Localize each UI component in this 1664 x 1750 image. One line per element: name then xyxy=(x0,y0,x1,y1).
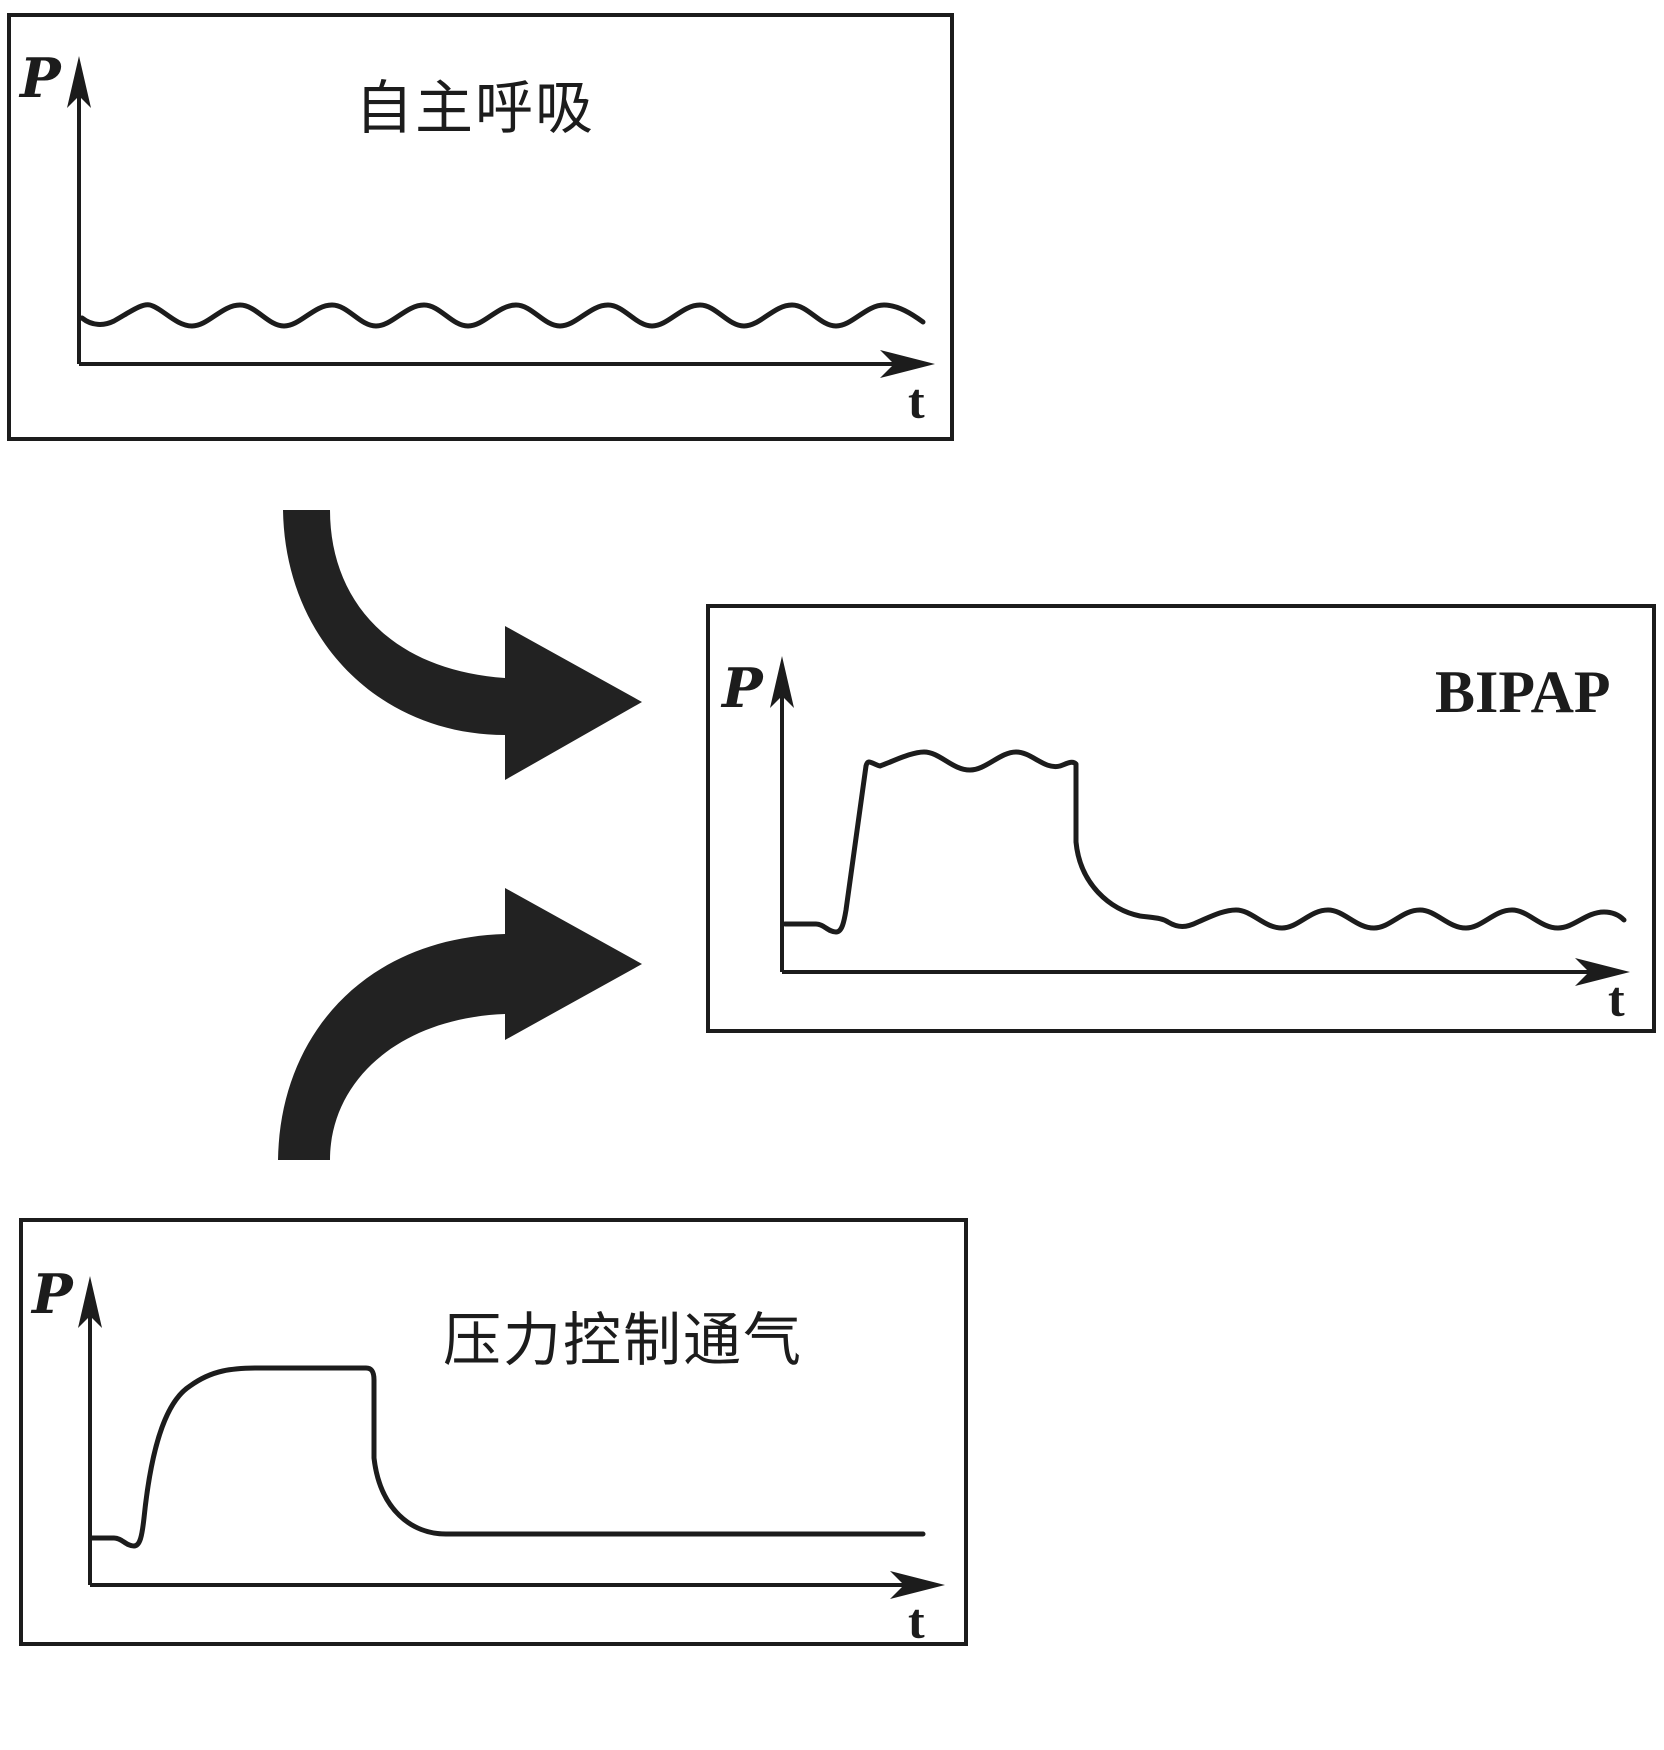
x-axis-label: t xyxy=(1608,971,1625,1027)
panel-title: BIPAP xyxy=(1435,659,1611,725)
y-axis-arrowhead xyxy=(78,1276,102,1328)
panel-frame xyxy=(19,1218,968,1646)
panel-pressure-control: P t 压力控制通气 xyxy=(19,1218,968,1649)
curved-arrow-icon xyxy=(283,510,642,780)
panel-title: 自主呼吸 xyxy=(355,74,595,142)
flow-arrow-spontaneous-to-bipap xyxy=(283,510,642,780)
x-axis-label: t xyxy=(908,1593,925,1649)
y-axis-label: P xyxy=(30,1262,74,1326)
panel-spontaneous: P t 自主呼吸 xyxy=(7,13,954,441)
panel-bipap: P t BIPAP xyxy=(706,604,1656,1033)
curved-arrow-icon xyxy=(278,888,642,1160)
x-axis-arrowhead xyxy=(880,350,935,378)
panel-frame xyxy=(7,13,954,441)
panel-frame xyxy=(706,604,1656,1033)
x-axis-label: t xyxy=(908,373,925,429)
y-axis-arrowhead xyxy=(770,656,794,708)
flow-arrow-pressure-control-to-bipap xyxy=(278,888,642,1160)
pressure-waveform xyxy=(89,1365,926,1549)
x-axis-arrowhead xyxy=(890,1571,945,1599)
pressure-waveform xyxy=(79,302,926,329)
y-axis-arrowhead xyxy=(67,56,91,108)
y-axis-label: P xyxy=(18,46,62,110)
x-axis-arrowhead xyxy=(1575,958,1630,986)
panel-title: 压力控制通气 xyxy=(443,1306,803,1374)
pressure-waveform xyxy=(782,749,1627,935)
y-axis-label: P xyxy=(720,656,764,720)
